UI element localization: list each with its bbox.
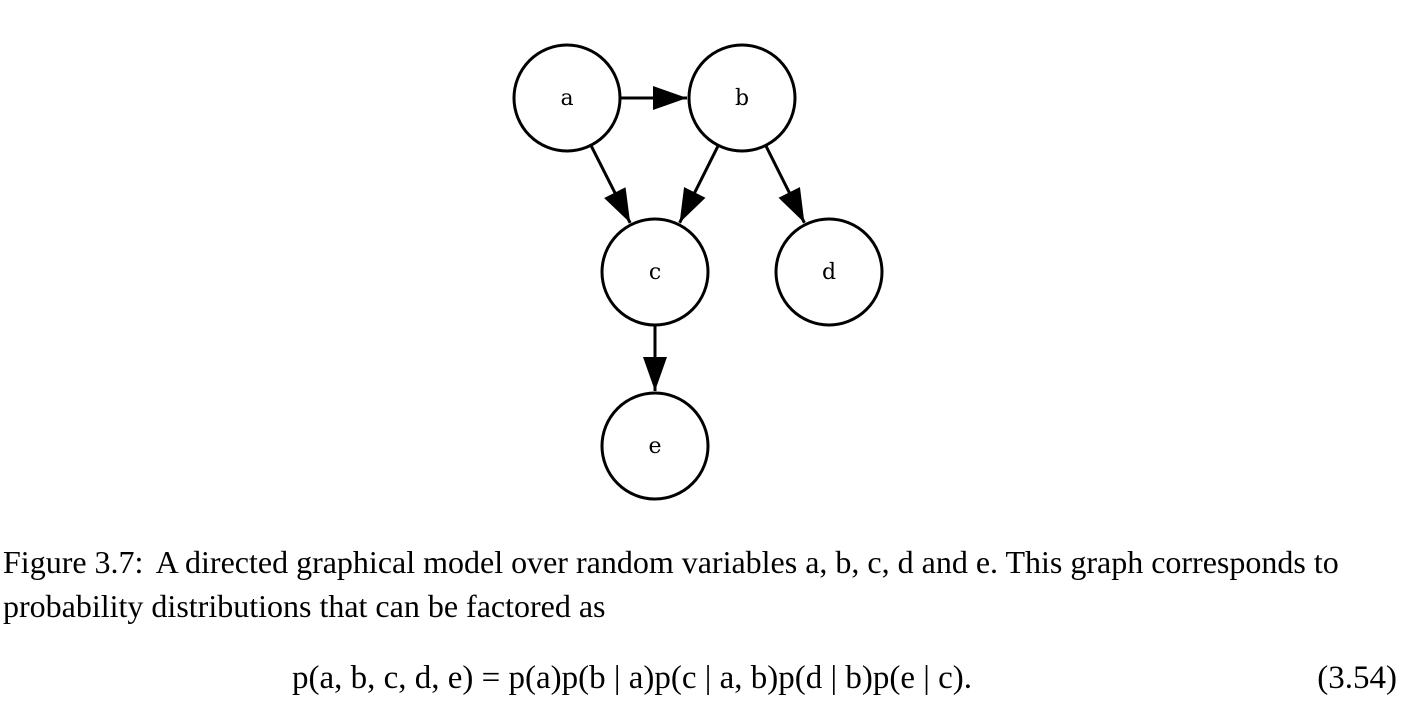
- node-a-label: a: [560, 86, 573, 111]
- equation-number: (3.54): [1317, 660, 1397, 696]
- caption-label: Figure 3.7:: [3, 544, 144, 580]
- node-b-circle: [687, 43, 797, 153]
- factorization-equation: p(a, b, c, d, e) = p(a)p(b | a)p(c | a, …: [0, 654, 1403, 702]
- node-a: a: [512, 43, 622, 153]
- node-d: d: [774, 217, 884, 327]
- figure-caption: Figure 3.7: A directed graphical model o…: [3, 540, 1403, 628]
- node-e-label: e: [648, 434, 661, 459]
- node-a-circle: [512, 43, 622, 153]
- node-c-label: c: [649, 260, 661, 285]
- edge-a-to-c: [589, 144, 632, 224]
- caption-text: A directed graphical model over random v…: [3, 544, 1339, 624]
- edge-b-to-c: [678, 144, 720, 224]
- node-e: e: [600, 391, 710, 501]
- node-c: c: [600, 217, 710, 327]
- node-c-circle: [600, 217, 710, 327]
- node-b: b: [687, 43, 797, 153]
- edge-b-to-d: [764, 144, 806, 224]
- directed-graph-figure: a b c d e: [512, 43, 884, 501]
- node-d-label: d: [822, 260, 836, 285]
- equation-body: p(a, b, c, d, e) = p(a)p(b | a)p(c | a, …: [292, 660, 972, 696]
- node-e-circle: [600, 391, 710, 501]
- node-d-circle: [774, 217, 884, 327]
- node-b-label: b: [735, 86, 749, 111]
